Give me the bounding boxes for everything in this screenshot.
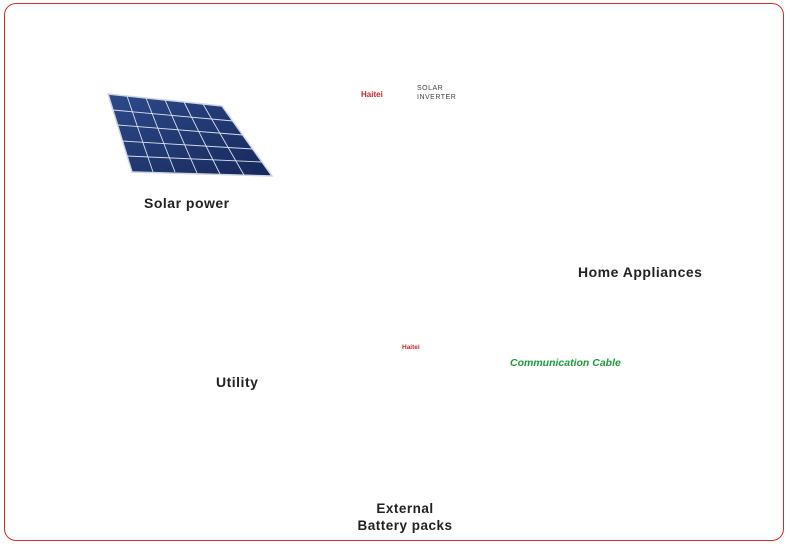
battery-label-line1: External xyxy=(376,501,434,516)
battery-packs-label: External Battery packs xyxy=(345,500,465,534)
battery-brand-logo: Haitei xyxy=(402,344,420,351)
communication-cable-label: Communication Cable xyxy=(510,357,621,369)
solar-panel-icon xyxy=(106,93,274,177)
utility-label: Utility xyxy=(216,374,259,390)
diagram-frame xyxy=(4,3,784,541)
inverter-brand-logo: Haitei xyxy=(361,90,383,99)
home-appliances-label: Home Appliances xyxy=(578,264,703,280)
solar-power-label: Solar power xyxy=(144,195,230,211)
inverter-model-line2: INVERTER xyxy=(417,94,457,101)
inverter-model-line1: SOLAR xyxy=(417,85,444,92)
battery-label-line2: Battery packs xyxy=(357,518,453,533)
